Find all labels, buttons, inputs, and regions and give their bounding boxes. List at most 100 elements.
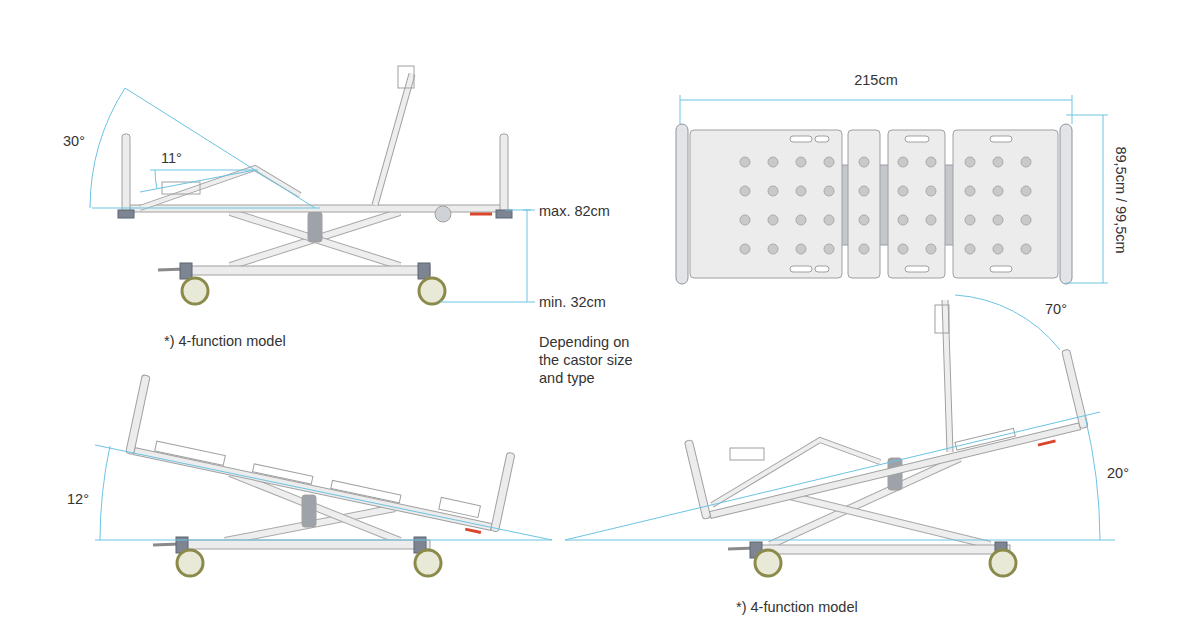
dimension-label: 89,5cm / 99,5cm (1112, 145, 1130, 254)
bed-side-view-tilted-part (125, 375, 515, 536)
dimension-lines-part (523, 210, 531, 211)
bed-side-view-raised-part (230, 212, 400, 266)
dimension-lines (95, 445, 552, 540)
dimension-lines-part (100, 446, 110, 540)
bed-side-view-tilted (125, 375, 515, 576)
bed-side-view-tilted-part (302, 495, 316, 527)
bed-plan-view-part (850, 148, 878, 264)
bed-side-view-reverse-tilted-part (730, 448, 764, 460)
bed-plan-view-part (1060, 124, 1072, 284)
bed-plan-view-part (990, 266, 1012, 272)
bed-side-view-reverse-tilted-part (755, 545, 1010, 554)
dimension-label: 215cm (853, 71, 899, 89)
bed-side-view-raised-part (375, 74, 412, 205)
bed-side-view-raised-part (308, 212, 322, 242)
dimension-lines-part (440, 302, 535, 303)
dimension-lines-part (680, 100, 1072, 101)
bed-plan-view-part (676, 124, 688, 284)
dimension-lines-part (95, 540, 552, 541)
dimension-lines-part (150, 170, 258, 171)
bed-side-view-tilted-part (177, 550, 203, 576)
bed-side-view-tilted-part (180, 540, 430, 549)
bed-side-view-reverse-tilted-part-part (684, 440, 710, 520)
bed-plan-view-part (731, 148, 843, 264)
dimension-lines-part (565, 412, 1100, 540)
dimension-lines-part (155, 170, 157, 189)
bed-plan-view (676, 124, 1072, 284)
bed-plan-view-part (905, 136, 929, 142)
dimension-lines-part (92, 208, 320, 209)
bed-side-view-raised-part (418, 263, 430, 279)
bed-side-view-reverse-tilted (684, 300, 1089, 576)
angle-label: 12° (66, 490, 90, 508)
bed-side-view-tilted-part-part (126, 375, 150, 455)
bed-side-view-raised-part (470, 213, 492, 216)
dimension-lines-part (565, 540, 1115, 541)
bed-side-view-raised-part (180, 263, 192, 279)
bed-plan-view-part (790, 266, 812, 272)
bed-side-view-raised-part (496, 210, 512, 218)
dimension-lines-part (1103, 115, 1104, 283)
bed-side-view-tilted-part-part (491, 452, 515, 532)
bed-side-view-raised (118, 66, 512, 304)
bed-side-view-reverse-tilted-part (790, 496, 990, 545)
bed-plan-view-part (815, 266, 829, 272)
dimension-lines (680, 95, 1108, 283)
bed-plan-view-part (956, 148, 1040, 264)
bed-side-view-raised-part (500, 134, 508, 214)
bed-side-view-reverse-tilted-part (935, 305, 949, 333)
model-note: *) 4-function model (735, 598, 859, 616)
bed-side-view-tilted-part (230, 473, 400, 541)
model-note: *) 4-function model (163, 332, 287, 350)
dimension-label: min. 32cm (538, 293, 607, 311)
bed-side-view-raised-part (435, 206, 451, 222)
bed-side-view-tilted-part-part (439, 497, 481, 517)
dimension-lines-part (1085, 416, 1100, 540)
bed-side-view-reverse-tilted-part-part (1062, 349, 1088, 429)
bed-side-view-raised-part (185, 266, 430, 275)
bed-plan-view-part (848, 130, 880, 278)
bed-plan-view-part (905, 266, 929, 272)
bed-side-view-tilted-part (230, 473, 400, 541)
bed-plan-view-part (953, 130, 1058, 278)
bed-side-view-reverse-tilted-part (684, 349, 1089, 525)
bed-side-view-tilted-part-part (155, 441, 226, 465)
angle-label: 70° (1044, 300, 1068, 318)
bed-side-view-reverse-tilted-part (990, 550, 1016, 576)
angle-label: 20° (1106, 464, 1130, 482)
dimension-lines-part (1072, 95, 1073, 124)
dimension-lines-part (680, 95, 681, 124)
bed-side-view-raised-part (230, 212, 400, 266)
dimension-lines-part (95, 445, 552, 540)
bed-side-view-raised-part (122, 134, 130, 214)
bed-side-view-raised-part (140, 168, 300, 208)
dimension-lines (90, 88, 535, 302)
castor-note: Depending on the castor size and type (538, 333, 648, 387)
angle-label: 30° (62, 132, 86, 150)
bed-plan-view-part (815, 136, 829, 142)
bed-side-view-reverse-tilted-part (790, 496, 990, 545)
dimension-label: max. 82cm (538, 202, 611, 220)
bed-side-view-raised-part (118, 210, 134, 218)
dimension-lines-part (140, 170, 255, 192)
bed-side-view-reverse-tilted-part (712, 440, 880, 505)
dimension-lines-part (1066, 115, 1108, 116)
bed-side-view-reverse-tilted-part (755, 550, 781, 576)
bed-side-view-reverse-tilted-part (712, 440, 880, 505)
dimension-lines (565, 295, 1115, 540)
bed-plan-view-part (990, 136, 1012, 142)
dimension-lines-part (125, 88, 315, 208)
bed-side-view-reverse-tilted-part-part (709, 423, 1080, 519)
dimension-lines-part (505, 210, 535, 211)
dimension-lines-part (90, 88, 125, 208)
bed-plan-view-part (690, 130, 842, 278)
bed-plan-view-part (888, 130, 945, 278)
bed-side-view-raised-part (140, 168, 300, 208)
bed-side-view-raised-part (419, 278, 445, 304)
bed-side-view-raised-part (182, 278, 208, 304)
bed-plan-view-part (790, 136, 812, 142)
bed-side-view-tilted-part-part (465, 529, 481, 532)
bed-side-view-tilted-part-part (331, 480, 401, 502)
bed-side-view-tilted-part-part (134, 448, 492, 531)
bed-side-view-raised-part (398, 66, 414, 88)
